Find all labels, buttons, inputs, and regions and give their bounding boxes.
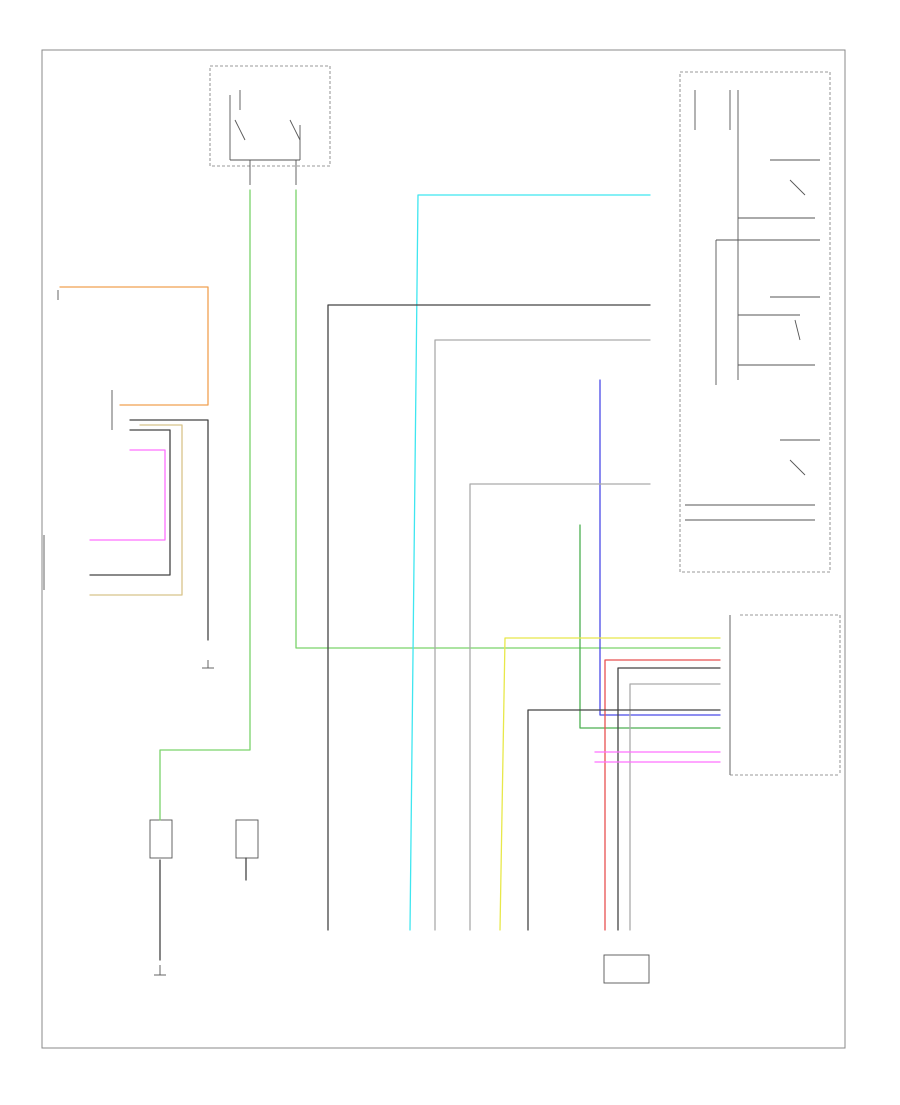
wire-yellow-9 <box>499 637 721 931</box>
wires <box>59 189 721 961</box>
component-pressure-switch <box>603 954 650 984</box>
wire-black-4 <box>327 304 651 931</box>
pcm-connector-right <box>729 614 841 776</box>
wire-cyan-3 <box>409 194 651 931</box>
wire-black-11 <box>617 667 721 931</box>
hvac-connector-left <box>43 290 113 590</box>
component-fan-motor-2 <box>235 819 259 859</box>
wire-blue-6 <box>599 379 721 716</box>
diagram-border <box>41 49 846 1049</box>
wire-gray-5 <box>434 339 651 931</box>
wire-orange-0 <box>59 286 209 406</box>
wire-black-19 <box>527 709 721 931</box>
ground-symbol-left <box>202 660 214 669</box>
wire-tan-16 <box>89 424 183 596</box>
wire-gray-7 <box>469 483 651 931</box>
wire-gray-12 <box>629 683 721 931</box>
wire-green-1 <box>159 189 251 821</box>
wire-red-10 <box>604 659 721 931</box>
relay-block-top-right <box>679 71 831 573</box>
ground-symbol-bottom <box>154 965 166 976</box>
wire-black-18 <box>89 429 171 576</box>
wire-green-2 <box>295 189 721 649</box>
fuse-block-top-left <box>209 65 331 185</box>
component-fan-motor-1 <box>149 819 173 859</box>
wire-dkgreen-8 <box>579 524 721 729</box>
wire-black-17 <box>129 419 209 641</box>
wire-pink-13 <box>89 449 166 541</box>
